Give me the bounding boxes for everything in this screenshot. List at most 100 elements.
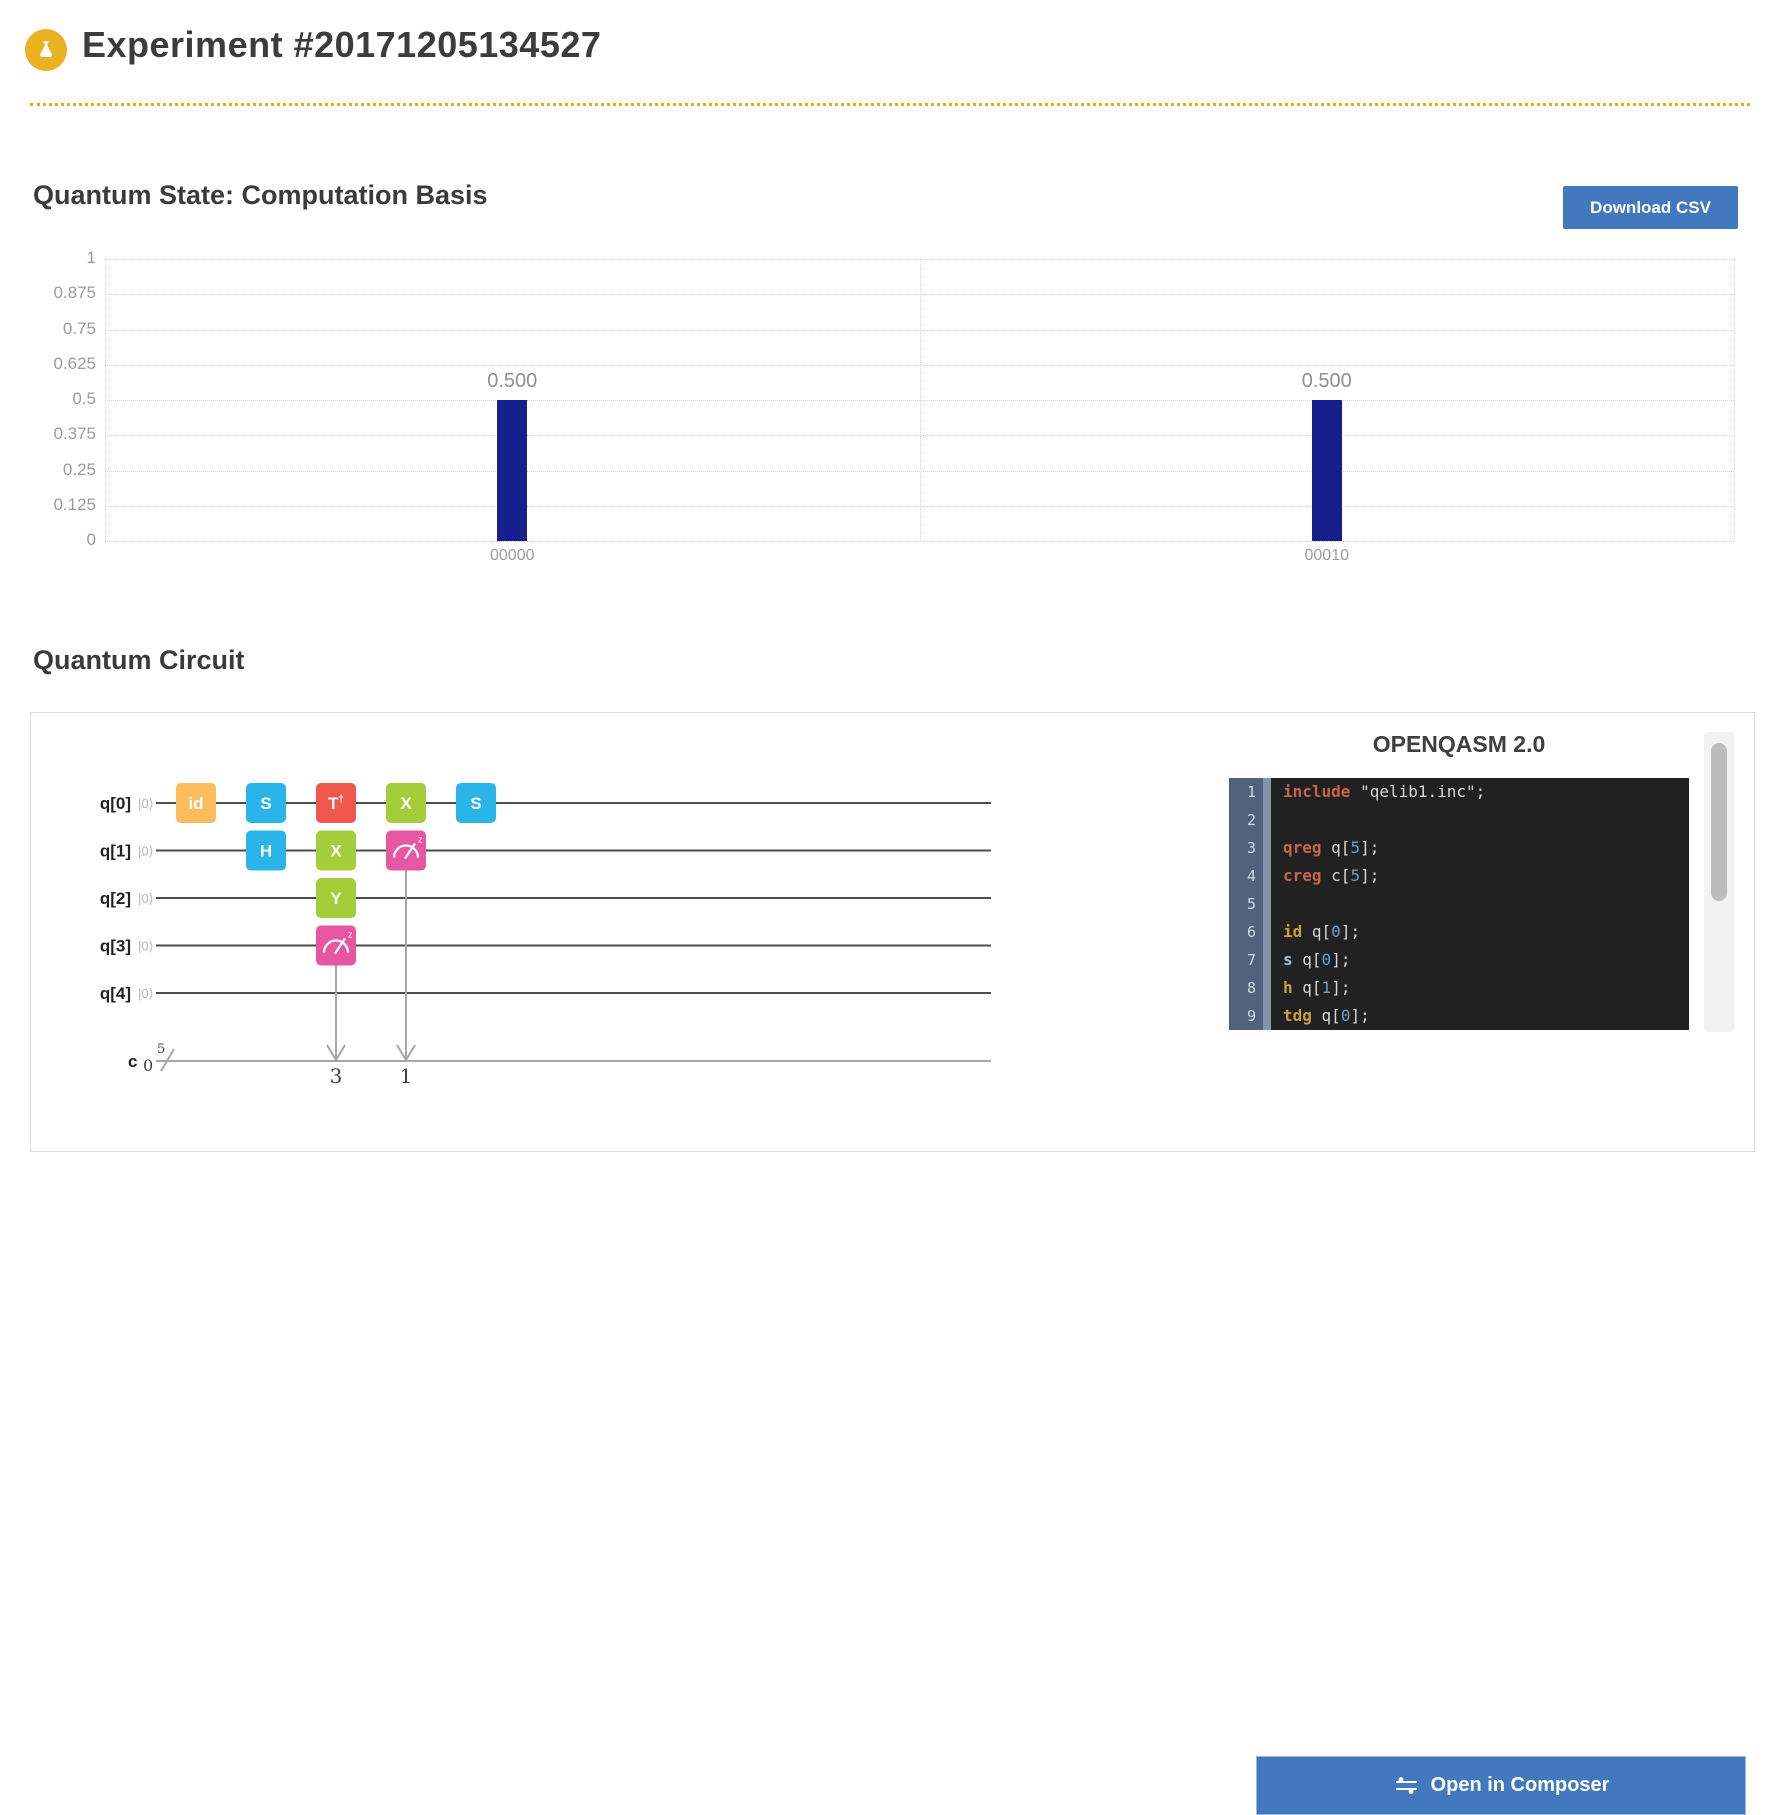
x-category-label: 00000: [490, 547, 535, 564]
open-in-composer-button[interactable]: Open in Composer: [1256, 1756, 1746, 1815]
open-in-composer-label: Open in Composer: [1430, 1774, 1610, 1796]
ket-zero-label: |0⟩: [138, 986, 154, 1001]
qubit-label: q[0]: [100, 794, 131, 813]
line-number: 7: [1229, 946, 1263, 974]
gutter-strip: [1263, 806, 1271, 834]
gate-label: X: [330, 842, 342, 861]
classical-bit-target: 3: [330, 1064, 343, 1088]
page-title: Experiment #20171205134527: [82, 24, 602, 65]
code-text: tdg q[0];: [1283, 1006, 1370, 1025]
gate-measure: [316, 925, 356, 966]
code-line: 7 s q[0];: [1229, 946, 1689, 974]
gate-label: X: [400, 794, 412, 813]
bar-value-label: 0.500: [487, 370, 538, 392]
line-number: 9: [1229, 1002, 1263, 1030]
classical-bit-target: 1: [400, 1064, 413, 1088]
gate-x: [316, 830, 356, 871]
circuit-heading: Quantum Circuit: [33, 645, 245, 675]
ket-zero-label: |0⟩: [138, 844, 154, 859]
line-number: 8: [1229, 974, 1263, 1002]
measure-needle: [404, 842, 416, 860]
code-text: id q[0];: [1283, 922, 1361, 941]
classical-index: 0: [143, 1056, 153, 1075]
gate-label: S: [260, 794, 271, 813]
y-tick-label: 0.25: [62, 459, 96, 479]
code-line: 5: [1229, 890, 1689, 918]
band-boundary-line: [105, 259, 106, 541]
y-tick-label: 0.625: [53, 353, 96, 373]
line-number: 5: [1229, 890, 1263, 918]
qasm-title: OPENQASM 2.0: [1372, 731, 1546, 757]
gutter-strip: [1263, 834, 1271, 862]
gate-label: id: [188, 794, 203, 813]
code-text: include "qelib1.inc";: [1283, 782, 1486, 801]
y-tick-label: 0.125: [53, 494, 96, 514]
code-line: 2: [1229, 806, 1689, 834]
qubit-label: q[1]: [100, 842, 131, 861]
sliders-icon: [1395, 1776, 1417, 1794]
arrowhead-icon: [326, 1044, 346, 1062]
gate-tdg: [316, 783, 356, 823]
code-line: 8 h q[1];: [1229, 974, 1689, 1002]
gate-s: [246, 783, 286, 823]
download-csv-button[interactable]: Download CSV: [1563, 186, 1738, 229]
ket-zero-label: |0⟩: [138, 796, 154, 811]
gate-x: [386, 783, 426, 823]
chart-bar: [1311, 400, 1342, 541]
bus-slash: [160, 1048, 175, 1072]
gutter-strip: [1263, 974, 1271, 1002]
qasm-scrollbar-thumb[interactable]: [1711, 743, 1727, 901]
code-text: h q[1];: [1283, 978, 1351, 997]
gate-y: [316, 878, 356, 918]
code-line: 6 id q[0];: [1229, 918, 1689, 946]
line-number: 4: [1229, 862, 1263, 890]
code-text: qreg q[5];: [1283, 838, 1380, 857]
gate-h: [246, 830, 286, 871]
band-boundary-line: [919, 259, 921, 541]
code-line: 9 tdg q[0];: [1229, 1002, 1689, 1030]
chart-bar: [497, 400, 528, 541]
code-line: 3 qreg q[5];: [1229, 834, 1689, 862]
gridline: [105, 541, 1734, 542]
state-heading: Quantum State: Computation Basis: [33, 180, 488, 210]
line-number: 3: [1229, 834, 1263, 862]
section-divider: [30, 103, 1750, 106]
gutter-strip: [1263, 918, 1271, 946]
bar-value-label: 0.500: [1301, 370, 1352, 392]
y-tick-label: 0.875: [53, 283, 96, 303]
measure-basis-z: z: [418, 835, 423, 845]
classical-label: c: [128, 1052, 137, 1071]
ket-zero-label: |0⟩: [138, 939, 154, 954]
qasm-scrollbar-track[interactable]: [1704, 732, 1734, 1032]
qubit-label: q[4]: [100, 984, 131, 1003]
measure-basis-z: z: [348, 930, 353, 940]
gutter-strip: [1263, 862, 1271, 890]
gate-label: S: [470, 794, 481, 813]
line-number: 2: [1229, 806, 1263, 834]
code-text: [1271, 890, 1689, 918]
band-boundary-line: [1734, 259, 1735, 541]
gate-id: [176, 783, 216, 823]
flask-icon: [25, 29, 67, 71]
y-tick-label: 0: [86, 530, 96, 549]
measure-needle: [334, 937, 346, 955]
y-tick-label: 1: [86, 248, 96, 267]
code-line: 4 creg c[5];: [1229, 862, 1689, 890]
y-tick-label: 0.5: [72, 389, 96, 408]
gate-label: H: [260, 842, 272, 861]
gate-label: Y: [330, 889, 342, 908]
classical-bus-width: 5: [157, 1042, 165, 1057]
x-category-label: 00010: [1304, 547, 1350, 564]
probability-bar-chart: 0.500 00000 0.500 00010: [105, 259, 1735, 564]
gutter-strip: [1263, 890, 1271, 918]
measure-gauge-icon: [322, 939, 350, 953]
code-text: creg c[5];: [1283, 866, 1380, 885]
code-text: s q[0];: [1283, 950, 1351, 969]
ket-zero-label: |0⟩: [138, 891, 154, 906]
line-number: 1: [1229, 778, 1263, 806]
line-number: 6: [1229, 918, 1263, 946]
y-tick-label: 0.375: [53, 424, 96, 444]
